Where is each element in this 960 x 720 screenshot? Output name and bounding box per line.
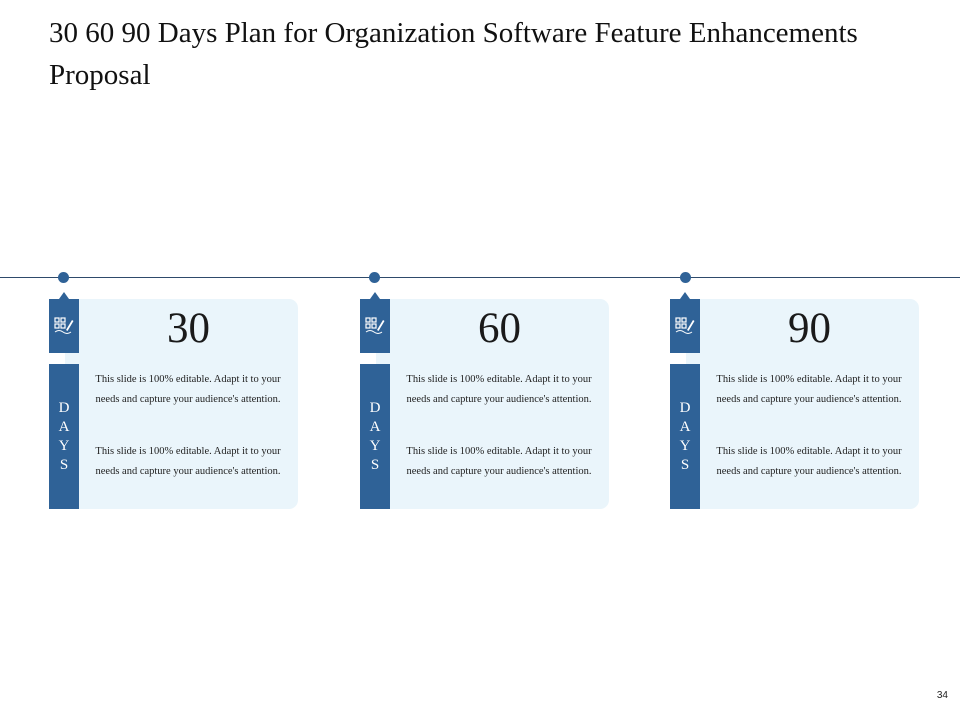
- days-letter: S: [370, 456, 380, 473]
- slide-title: 30 60 90 Days Plan for Organization Soft…: [49, 17, 858, 91]
- days-letter: Y: [58, 437, 70, 454]
- days-letter: A: [58, 418, 70, 435]
- days-letter: D: [679, 399, 691, 416]
- card-background: [376, 299, 609, 509]
- days-letter: S: [59, 456, 69, 473]
- card-paragraph: This slide is 100% editable. Adapt it to…: [716, 446, 902, 477]
- card-paragraph: This slide is 100% editable. Adapt it to…: [406, 374, 592, 405]
- days-letter: A: [369, 418, 381, 435]
- card-paragraph: This slide is 100% editable. Adapt it to…: [95, 374, 281, 405]
- timeline-line: [0, 277, 960, 278]
- day-number: 90: [788, 305, 831, 352]
- days-letter: S: [680, 456, 690, 473]
- page-number: 34: [936, 690, 948, 701]
- card-paragraph: This slide is 100% editable. Adapt it to…: [716, 374, 902, 405]
- card-paragraph: This slide is 100% editable. Adapt it to…: [95, 446, 281, 477]
- plan-card-60: D A Y S 60 This slide is 100% editable. …: [360, 292, 609, 509]
- plan-card-30: D A Y S 30 This slide is 100% editable. …: [49, 292, 298, 509]
- days-letter: D: [369, 399, 381, 416]
- days-tab: D A Y S: [360, 364, 390, 509]
- checklist-pen-icon: [675, 317, 695, 334]
- days-letter: D: [58, 399, 70, 416]
- checklist-pen-icon: [54, 317, 74, 334]
- timeline-dot-90: [680, 272, 691, 283]
- plan-card-90: D A Y S 90 This slide is 100% editable. …: [670, 292, 919, 509]
- card-paragraph: This slide is 100% editable. Adapt it to…: [406, 446, 592, 477]
- days-letter: A: [679, 418, 691, 435]
- icon-tab: [49, 292, 79, 353]
- icon-tab: [360, 292, 390, 353]
- timeline-dot-30: [58, 272, 69, 283]
- days-tab: D A Y S: [49, 364, 79, 509]
- days-letter: Y: [369, 437, 381, 454]
- card-background: [65, 299, 298, 509]
- day-number: 30: [167, 305, 210, 352]
- days-tab: D A Y S: [670, 364, 700, 509]
- timeline-dot-60: [369, 272, 380, 283]
- day-number: 60: [478, 305, 521, 352]
- icon-tab: [670, 292, 700, 353]
- checklist-pen-icon: [365, 317, 385, 334]
- days-letter: Y: [679, 437, 691, 454]
- card-background: [686, 299, 919, 509]
